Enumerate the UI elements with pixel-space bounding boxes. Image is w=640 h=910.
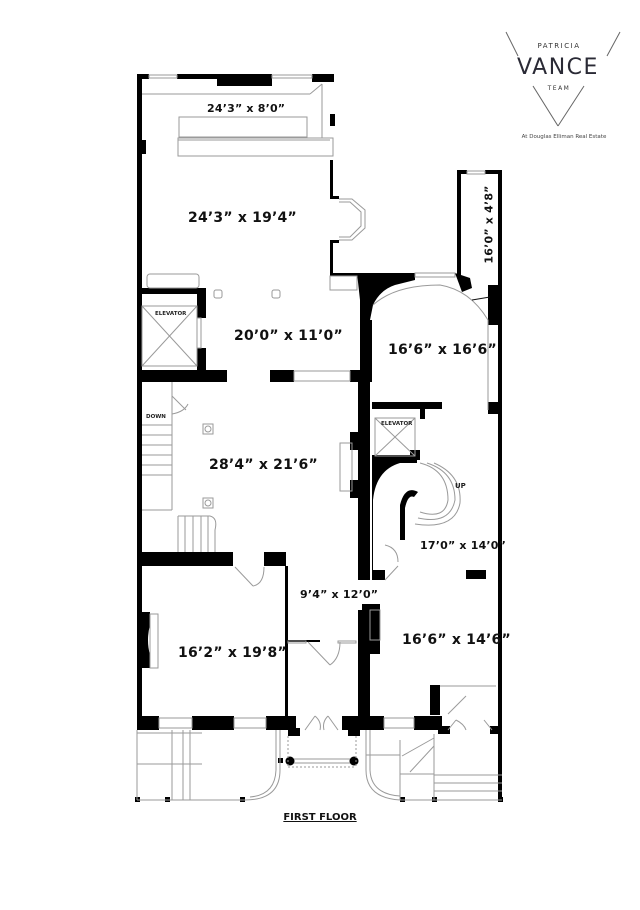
room-label-stair-hall: 17’0” x 14’0” <box>420 539 507 552</box>
room-label-living-room: 24’3” x 19’4” <box>188 210 297 226</box>
elevator-label-left: ELEVATOR <box>155 311 187 317</box>
brand-logo-name: VANCE <box>517 55 599 80</box>
room-label-great-room: 28’4” x 21’6” <box>209 457 318 473</box>
room-label-foyer: 9’4” x 12’0” <box>300 588 379 601</box>
room-label-front-right-room: 16’6” x 14’6” <box>402 632 511 648</box>
room-label-front-left-room: 16’2” x 19’8” <box>178 645 287 661</box>
brand-line-3: TEAM <box>547 85 571 92</box>
stairs-down-label: DOWN <box>146 414 166 420</box>
elevator-label-right: ELEVATOR <box>381 421 413 427</box>
floor-title: FIRST FLOOR <box>283 812 357 823</box>
room-label-rotunda: 16’6” x 16’6” <box>388 342 497 358</box>
room-label-upper-hall: 20’0” x 11’0” <box>234 328 343 344</box>
room-label-sunroom: 24’3” x 8’0” <box>207 102 286 115</box>
room-label-closet: 16’0” x 4’8” <box>482 185 496 264</box>
stairs-up-label: UP <box>455 482 466 490</box>
brand-affiliation: At Douglas Elliman Real Estate <box>521 134 607 140</box>
brand-line-1: PATRICIA <box>537 42 581 50</box>
